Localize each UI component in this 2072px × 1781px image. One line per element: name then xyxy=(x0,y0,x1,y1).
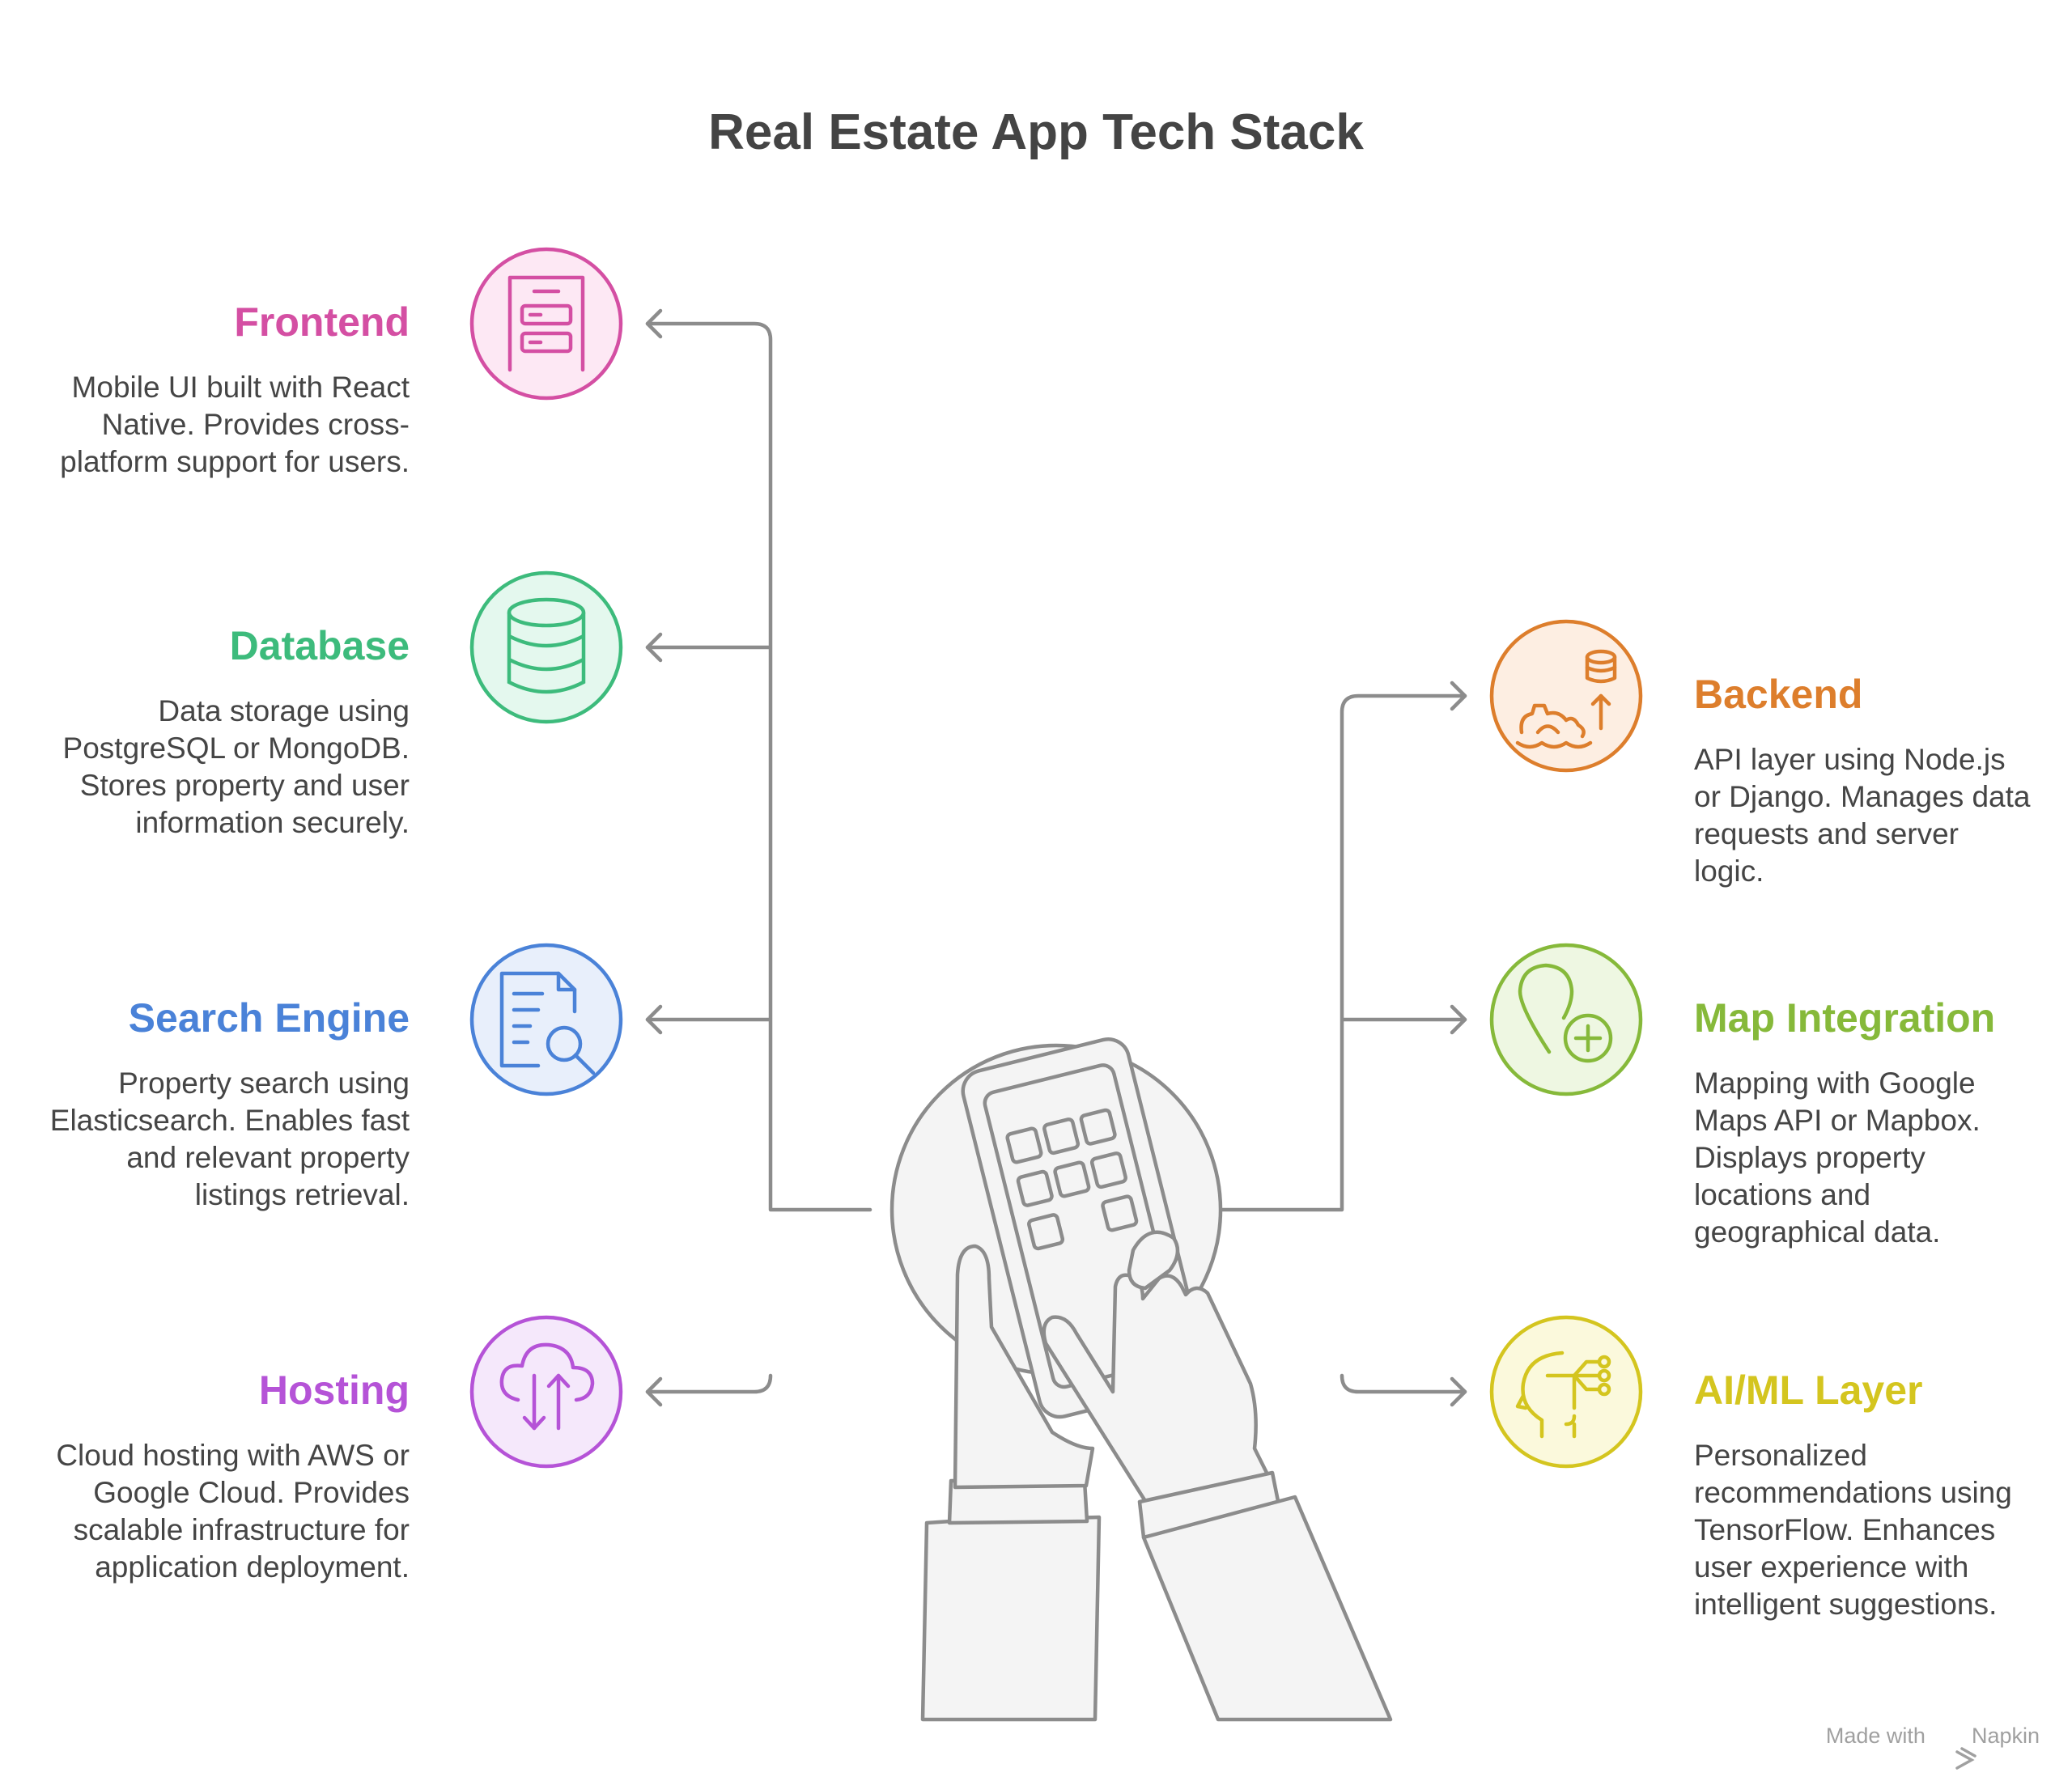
backend-description: API layer using Node.js or Django. Manag… xyxy=(1694,743,2031,888)
server-gear-icon xyxy=(1515,649,1617,749)
arrow-map xyxy=(1450,1004,1467,1035)
backend-block: Backend API layer using Node.js or Djang… xyxy=(1694,670,2034,890)
aiml-title: AI/ML Layer xyxy=(1694,1368,1923,1413)
frontend-description: Mobile UI built with React Native. Provi… xyxy=(60,371,410,478)
icon-hosting xyxy=(469,1315,623,1469)
icon-database xyxy=(469,570,623,724)
arrow-frontend xyxy=(645,308,663,339)
mobile-ui-icon xyxy=(507,275,585,372)
database-description: Data storage using PostgreSQL or MongoDB… xyxy=(62,694,410,839)
watermark-brand: Napkin xyxy=(1971,1724,2040,1748)
arrow-hosting xyxy=(645,1376,663,1407)
aiml-block: AI/ML Layer Personalized recommendations… xyxy=(1694,1366,2050,1623)
icon-frontend xyxy=(469,247,623,401)
hosting-description: Cloud hosting with AWS or Google Cloud. … xyxy=(56,1439,410,1584)
frontend-title: Frontend xyxy=(234,299,410,345)
backend-title: Backend xyxy=(1694,672,1863,717)
map-description: Mapping with Google Maps API or Mapbox. … xyxy=(1694,1066,1981,1249)
arrow-database xyxy=(645,632,663,663)
connector-right-trunk xyxy=(1216,693,1467,1394)
icon-map xyxy=(1489,943,1643,1096)
icon-backend xyxy=(1489,619,1643,773)
connectors xyxy=(645,308,1467,1407)
document-search-icon xyxy=(499,971,596,1075)
watermark-prefix: Made with xyxy=(1825,1724,1926,1748)
arrow-aiml xyxy=(1450,1376,1467,1407)
map-block: Map Integration Mapping with Google Maps… xyxy=(1694,994,2034,1251)
cloud-transfer-icon xyxy=(499,1342,595,1431)
hands-holding-phone-icon xyxy=(890,1037,1393,1722)
napkin-logo-icon xyxy=(1955,1747,1976,1770)
hosting-title: Hosting xyxy=(258,1368,410,1413)
database-title: Database xyxy=(229,623,410,668)
arrow-search xyxy=(645,1004,663,1035)
database-icon xyxy=(507,597,586,694)
page-title: Real Estate App Tech Stack xyxy=(708,104,1364,160)
watermark: Made with Napkin xyxy=(1826,1724,2040,1749)
connector-left-trunk xyxy=(645,321,873,1394)
aiml-description: Personalized recommendations using Tenso… xyxy=(1694,1439,2012,1621)
map-title: Map Integration xyxy=(1694,995,1996,1041)
icon-search xyxy=(469,943,623,1096)
search-description: Property search using Elasticsearch. Ena… xyxy=(49,1066,410,1211)
ai-head-icon xyxy=(1515,1351,1611,1439)
icon-aiml xyxy=(1489,1315,1643,1469)
map-pin-plus-icon xyxy=(1518,963,1613,1063)
search-title: Search Engine xyxy=(128,995,410,1041)
arrow-backend xyxy=(1450,681,1467,711)
